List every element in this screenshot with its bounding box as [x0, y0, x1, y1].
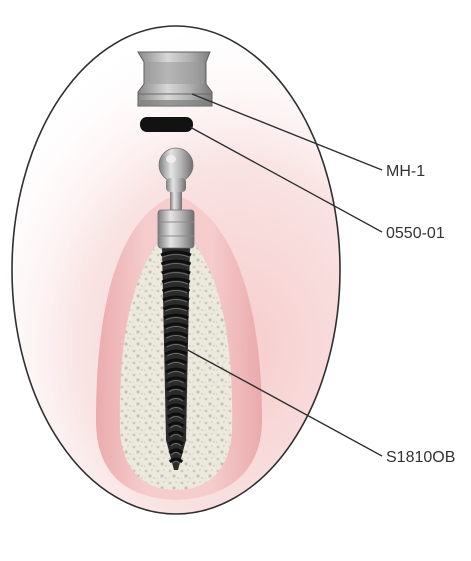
o-ring: [140, 117, 193, 132]
label-cap: MH-1: [386, 163, 425, 180]
label-ring: 0550-01: [386, 225, 445, 242]
label-implant: S1810OB: [386, 449, 455, 466]
